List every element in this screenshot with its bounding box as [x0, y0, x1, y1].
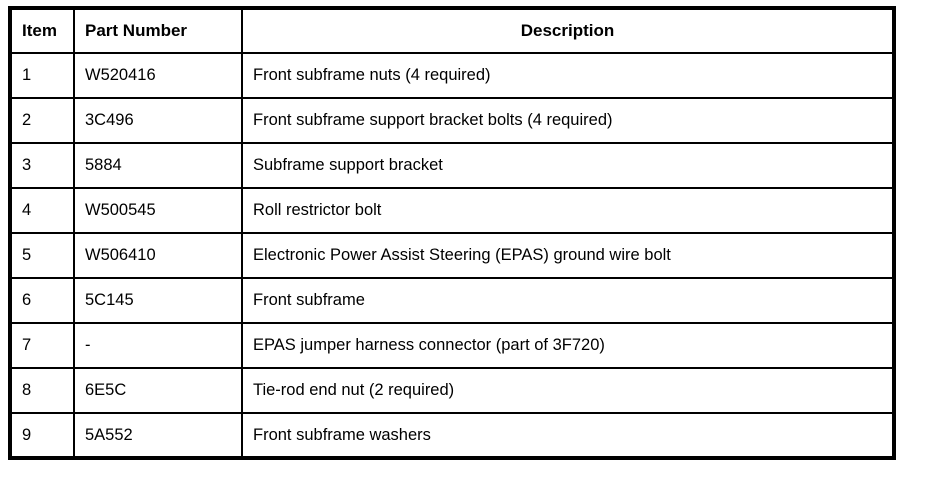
- part-number-cell: 5884: [73, 142, 243, 189]
- description-cell: Front subframe support bracket bolts (4 …: [241, 97, 895, 144]
- item-cell: 7: [9, 322, 75, 369]
- item-cell: 4: [9, 187, 75, 234]
- part-number-cell: -: [73, 322, 243, 369]
- parts-table: Item Part Number Description 1 W520416 F…: [8, 6, 896, 460]
- item-cell: 1: [9, 52, 75, 99]
- column-header-part-number: Part Number: [73, 7, 243, 54]
- description-cell: Front subframe nuts (4 required): [241, 52, 895, 99]
- table-row: 4 W500545 Roll restrictor bolt: [9, 187, 895, 234]
- item-cell: 2: [9, 97, 75, 144]
- description-cell: Front subframe: [241, 277, 895, 324]
- table-row: 5 W506410 Electronic Power Assist Steeri…: [9, 232, 895, 279]
- item-cell: 5: [9, 232, 75, 279]
- table-row: 6 5C145 Front subframe: [9, 277, 895, 324]
- table-row: 7 - EPAS jumper harness connector (part …: [9, 322, 895, 369]
- item-cell: 6: [9, 277, 75, 324]
- part-number-cell: W506410: [73, 232, 243, 279]
- description-cell: Front subframe washers: [241, 412, 895, 459]
- description-cell: EPAS jumper harness connector (part of 3…: [241, 322, 895, 369]
- column-header-item: Item: [9, 7, 75, 54]
- part-number-cell: 6E5C: [73, 367, 243, 414]
- part-number-cell: W500545: [73, 187, 243, 234]
- item-cell: 3: [9, 142, 75, 189]
- table-row: 8 6E5C Tie-rod end nut (2 required): [9, 367, 895, 414]
- description-cell: Subframe support bracket: [241, 142, 895, 189]
- table-row: 1 W520416 Front subframe nuts (4 require…: [9, 52, 895, 99]
- table-row: 3 5884 Subframe support bracket: [9, 142, 895, 189]
- description-cell: Electronic Power Assist Steering (EPAS) …: [241, 232, 895, 279]
- description-cell: Tie-rod end nut (2 required): [241, 367, 895, 414]
- table-row: 2 3C496 Front subframe support bracket b…: [9, 97, 895, 144]
- table-header-row: Item Part Number Description: [9, 7, 895, 54]
- part-number-cell: 5C145: [73, 277, 243, 324]
- column-header-description: Description: [241, 7, 895, 54]
- part-number-cell: 5A552: [73, 412, 243, 459]
- item-cell: 9: [9, 412, 75, 459]
- table-row: 9 5A552 Front subframe washers: [9, 412, 895, 459]
- item-cell: 8: [9, 367, 75, 414]
- description-cell: Roll restrictor bolt: [241, 187, 895, 234]
- part-number-cell: 3C496: [73, 97, 243, 144]
- part-number-cell: W520416: [73, 52, 243, 99]
